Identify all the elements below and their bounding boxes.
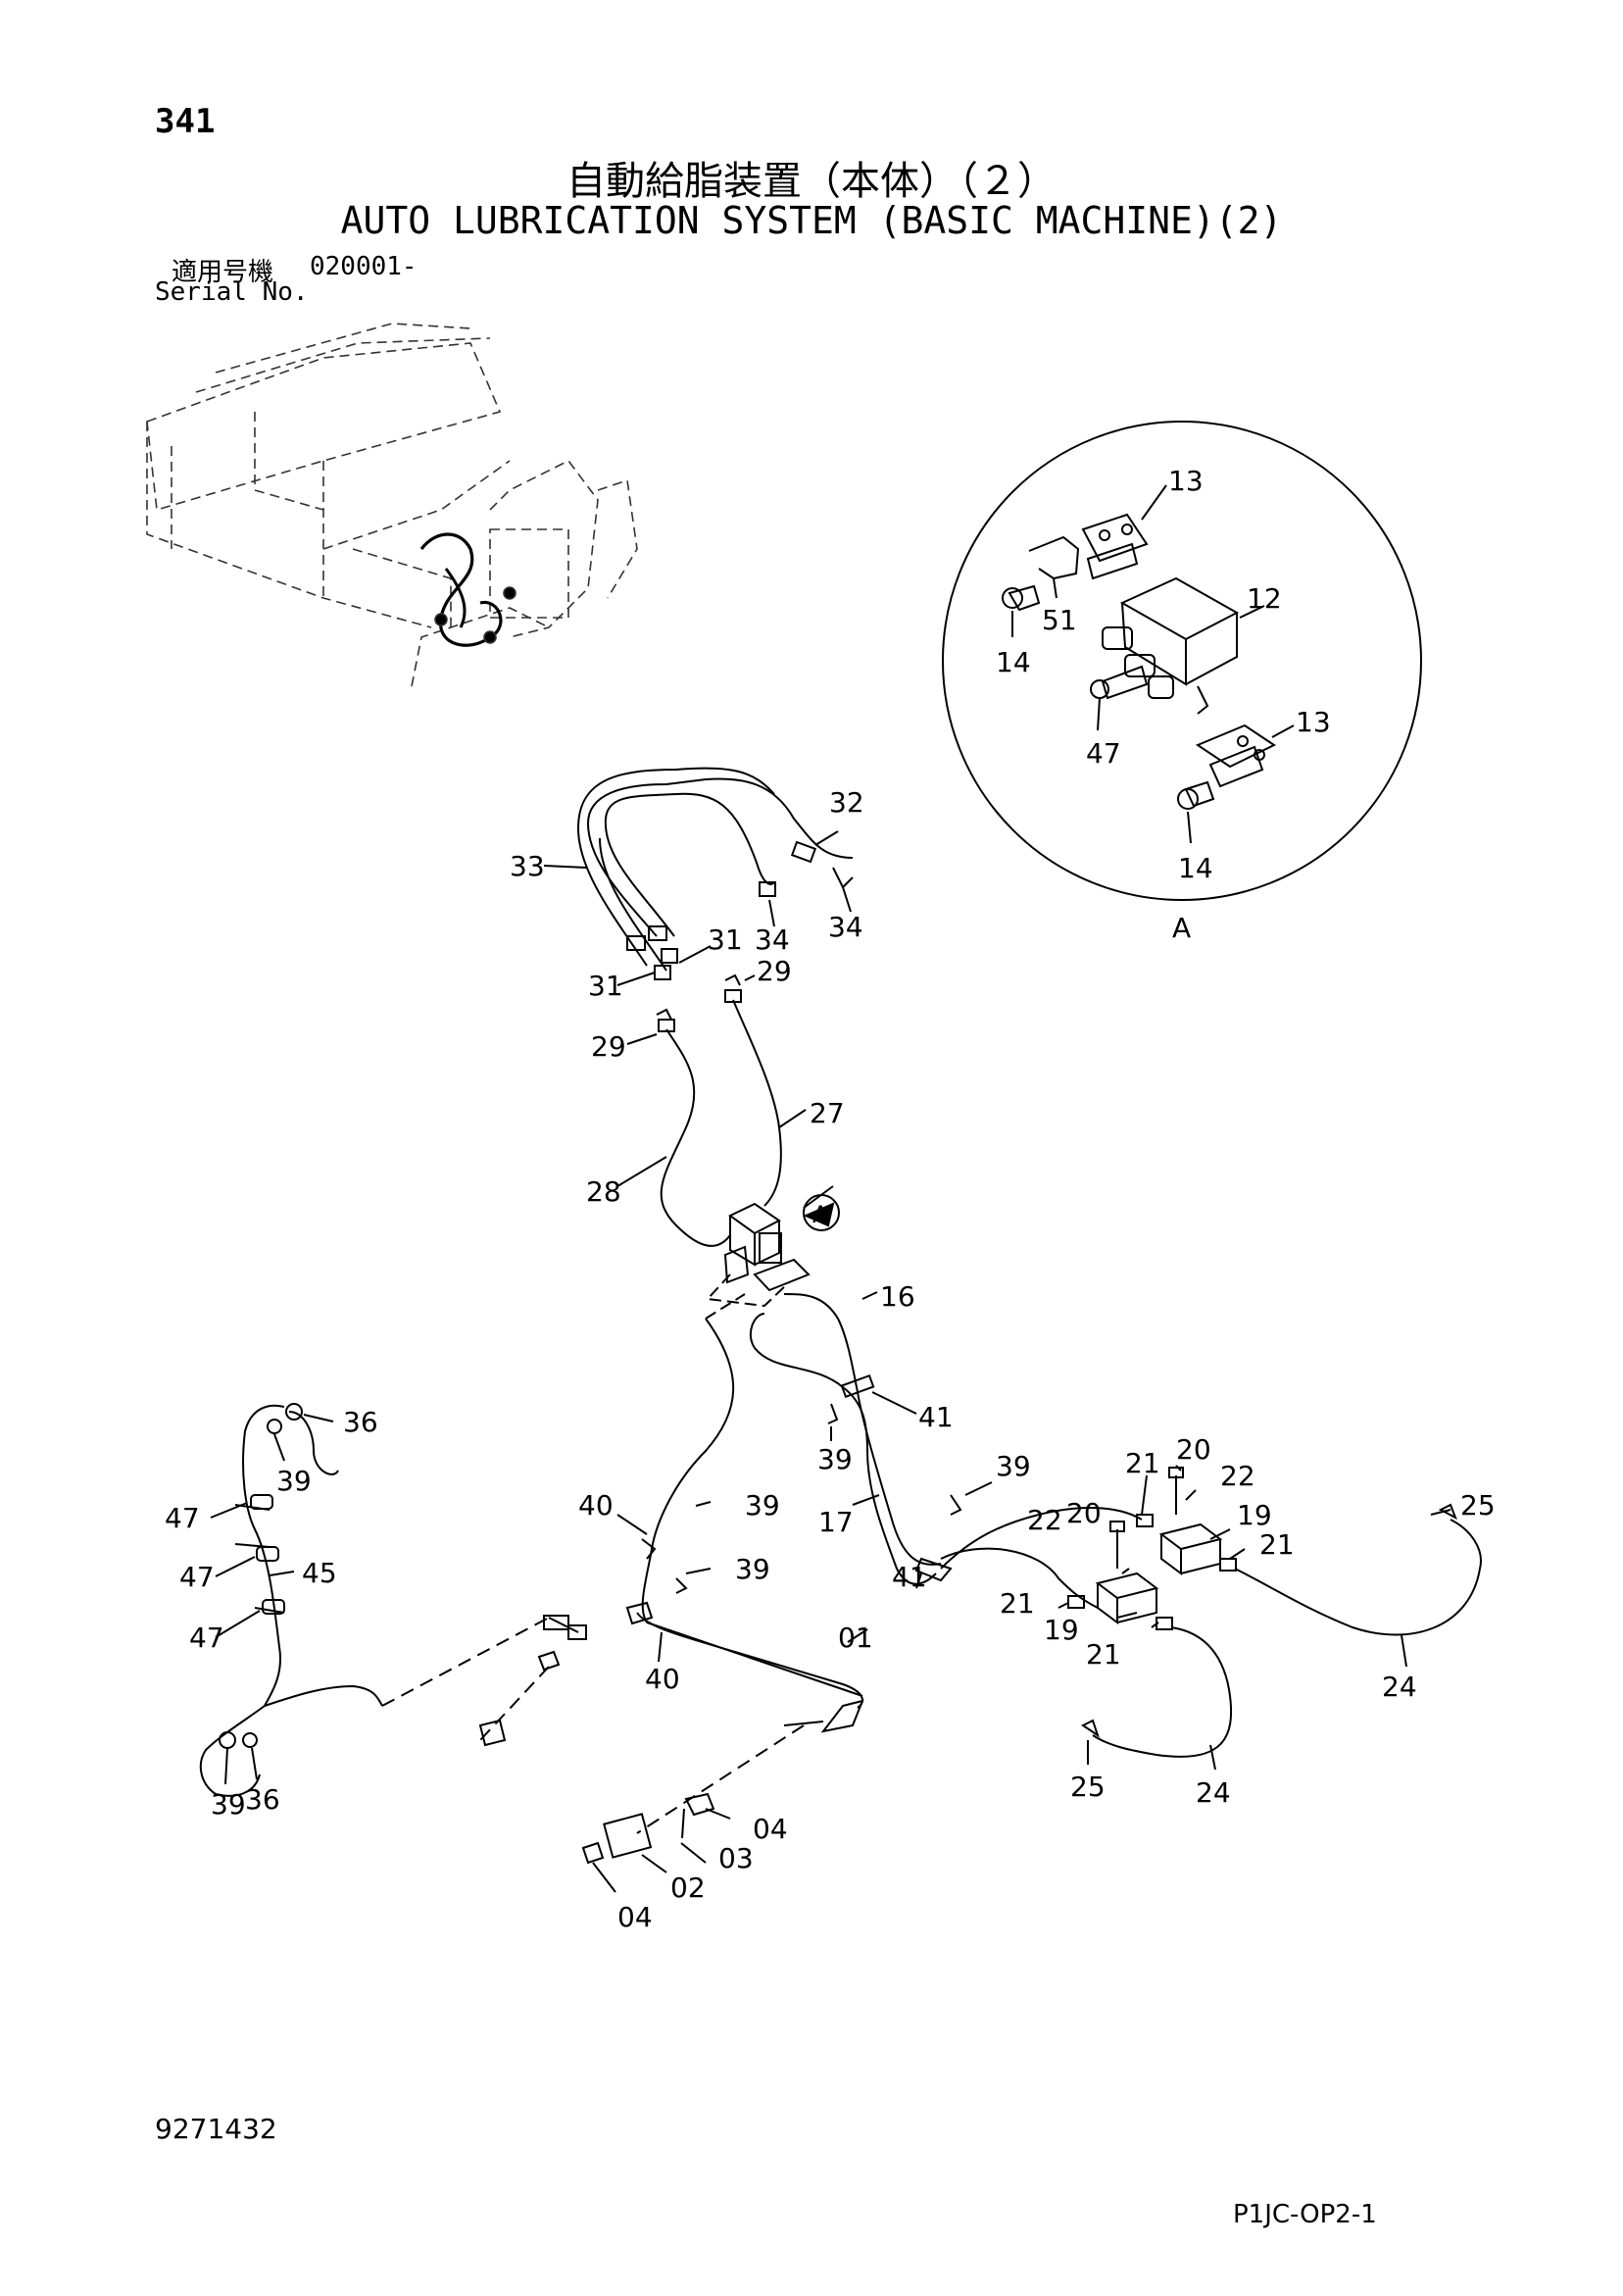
machine-overview-sketch (146, 323, 638, 687)
callout-04: 04 (617, 1901, 653, 1933)
callout-29: 29 (591, 1030, 626, 1063)
callout-39: 39 (211, 1788, 246, 1821)
callout-12: 12 (1247, 582, 1282, 615)
callout-47: 47 (165, 1502, 200, 1534)
upper-hose-bundle (543, 767, 854, 986)
callout-34: 34 (828, 911, 863, 943)
callout-41: 41 (892, 1561, 927, 1593)
callout-22: 22 (1027, 1504, 1062, 1536)
callout-28: 28 (586, 1175, 621, 1208)
callout-20: 20 (1176, 1433, 1211, 1466)
callout-36: 36 (245, 1783, 280, 1816)
callout-40: 40 (578, 1489, 614, 1522)
callout-21: 21 (1086, 1638, 1121, 1671)
detail-view-a (942, 421, 1422, 901)
callout-24: 24 (1196, 1776, 1231, 1809)
callout-27: 27 (810, 1097, 845, 1129)
page-number: 341 (155, 102, 216, 141)
callout-47: 47 (189, 1622, 224, 1654)
callout-41: 41 (918, 1401, 954, 1433)
callout-a-marker: A (812, 1201, 829, 1228)
callout-29: 29 (757, 955, 792, 987)
callout-45: 45 (302, 1557, 337, 1589)
callout-32: 32 (829, 786, 864, 819)
callout-02: 02 (670, 1872, 706, 1904)
callout-31: 31 (588, 970, 623, 1002)
callout-04: 04 (753, 1813, 788, 1845)
callout-21: 21 (1259, 1528, 1295, 1561)
callout-39: 39 (745, 1489, 780, 1522)
callout-31: 31 (708, 923, 743, 956)
sheet-code: P1JC-OP2-1 (1233, 2200, 1377, 2229)
callout-25: 25 (1070, 1771, 1106, 1803)
callout-51: 51 (1042, 604, 1077, 636)
callout-21: 21 (1000, 1587, 1035, 1620)
callout-19: 19 (1237, 1499, 1272, 1531)
callout-36: 36 (343, 1406, 378, 1438)
callout-33: 33 (510, 850, 545, 882)
callout-16: 16 (880, 1280, 915, 1313)
callout-39: 39 (996, 1450, 1031, 1482)
serial-label-japanese: 適用号機 (172, 258, 274, 287)
callout-03: 03 (718, 1842, 754, 1874)
callout-19: 19 (1044, 1614, 1079, 1646)
callout-39: 39 (817, 1443, 853, 1475)
right-distribution (940, 1465, 1482, 1771)
callout-labels: 13 12 51 14 47 13 14 A 32 33 34 34 31 31… (165, 465, 1496, 1933)
callout-01: 01 (838, 1622, 873, 1654)
hoses-27-28 (616, 973, 807, 1247)
callout-20: 20 (1066, 1497, 1102, 1529)
distributor-assembly (705, 1185, 840, 1308)
callout-24: 24 (1382, 1671, 1417, 1703)
callout-13: 13 (1168, 465, 1204, 497)
callout-22: 22 (1220, 1460, 1255, 1492)
document-number: 9271432 (155, 2113, 277, 2145)
callout-39: 39 (735, 1553, 770, 1585)
callout-detail-a: A (1172, 912, 1191, 944)
callout-14: 14 (996, 646, 1031, 678)
callout-34: 34 (755, 923, 790, 956)
callout-17: 17 (818, 1506, 854, 1538)
callout-14: 14 (1178, 852, 1213, 884)
serial-label-english: Serial No. (155, 277, 309, 307)
harness-45 (199, 1403, 587, 1797)
callout-13: 13 (1296, 706, 1331, 738)
serial-number-value: 020001- (310, 252, 418, 281)
callout-25: 25 (1460, 1489, 1496, 1522)
callout-40: 40 (645, 1663, 680, 1695)
callout-47: 47 (179, 1561, 215, 1593)
callout-21: 21 (1125, 1447, 1160, 1479)
hoses-16-17 (749, 1291, 953, 1589)
hose-01-assembly (581, 1293, 868, 1893)
title-japanese: 自動給脂装置（本体）（２） (566, 159, 1057, 204)
callout-47: 47 (1086, 737, 1121, 770)
title-english: AUTO LUBRICATION SYSTEM (BASIC MACHINE)(… (340, 199, 1283, 242)
callout-39: 39 (276, 1465, 312, 1497)
